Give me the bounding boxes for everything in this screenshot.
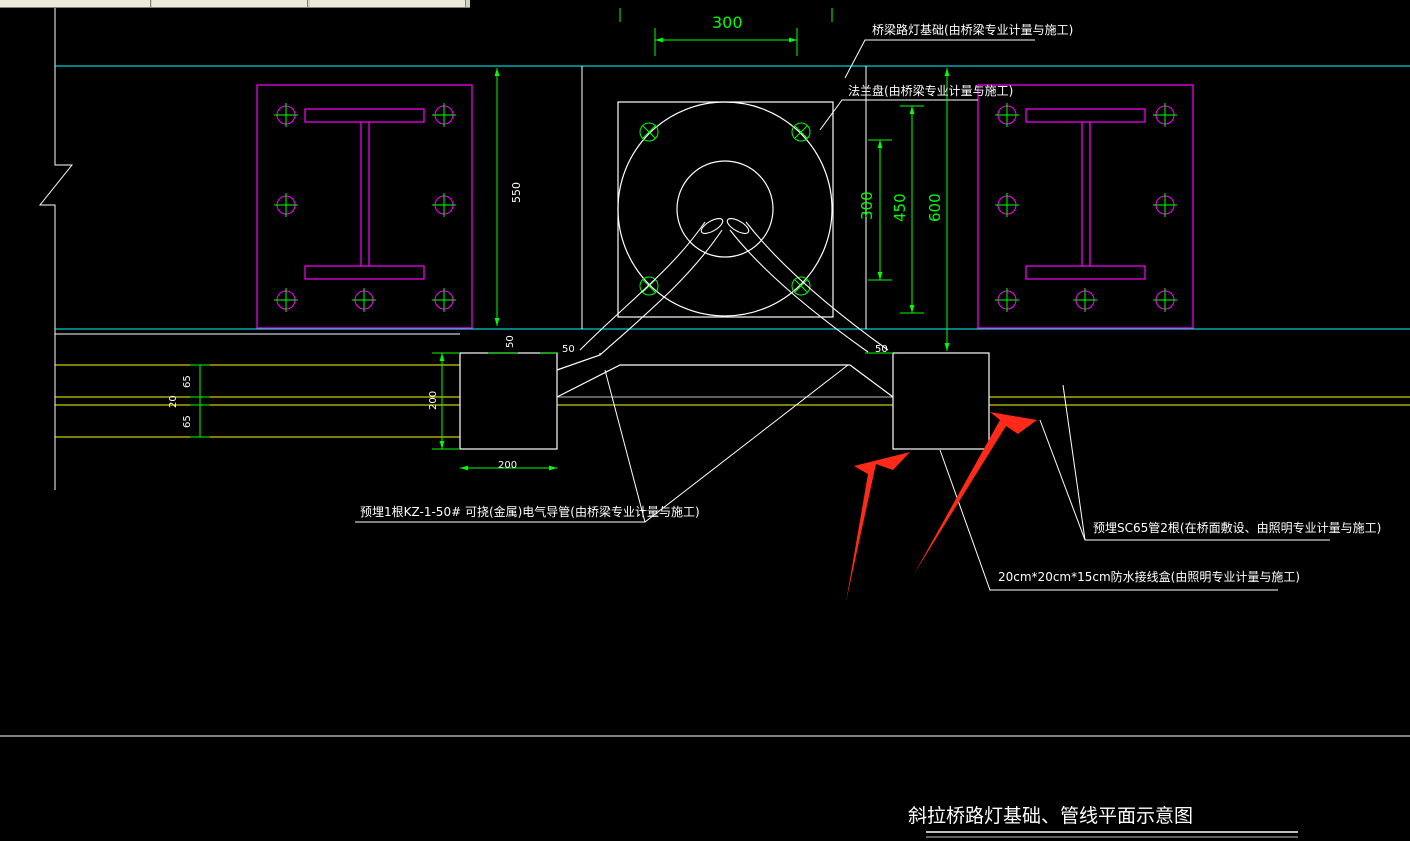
dim-50-c: 50 [875, 344, 888, 355]
red-arrow-right [914, 412, 1037, 574]
bridge-edge-lines [55, 65, 1410, 330]
dim-550: 550 [510, 182, 523, 203]
annotation-texts: 桥梁路灯基础(由桥梁专业计量与施工) 法兰盘(由桥梁专业计量与施工) 预埋1根K… [360, 22, 1381, 584]
conduit-pipes [579, 218, 889, 356]
label-bridge-light-foundation: 桥梁路灯基础(由桥梁专业计量与施工) [872, 22, 1073, 37]
label-conduit: 预埋1根KZ-1-50# 可挠(金属)电气导管(由桥梁专业计量与施工) [360, 504, 700, 519]
dim-300-top: 300 [712, 13, 743, 32]
document-tab-1[interactable] [0, 0, 151, 7]
dim-600: 600 [926, 193, 944, 222]
document-tab-2[interactable] [152, 0, 308, 7]
flange-plate-circle [617, 101, 833, 317]
left-ibeam-plate [256, 84, 473, 329]
dimension-lines [190, 8, 950, 471]
dim-50-a: 50 [505, 335, 516, 348]
annotation-leaders [355, 39, 1330, 591]
pole-inner-circle [676, 160, 774, 258]
title-block: 斜拉桥路灯基础、管线平面示意图 [0, 735, 1410, 838]
left-border-break-line [38, 8, 74, 490]
label-flange-plate: 法兰盘(由桥梁专业计量与施工) [848, 83, 1013, 98]
dim-65-b: 65 [182, 415, 193, 428]
dim-200-horizontal: 200 [498, 460, 517, 471]
red-highlight-arrows [846, 412, 1037, 602]
dimension-texts: 300 550 300 450 600 50 50 50 65 20 65 20… [168, 13, 944, 471]
label-junction-box: 20cm*20cm*15cm防水接线盒(由照明专业计量与施工) [998, 569, 1300, 584]
dim-300-right: 300 [858, 191, 876, 220]
dim-450: 450 [891, 193, 909, 222]
light-pole-foundation [617, 101, 834, 318]
red-arrow-left [846, 452, 910, 602]
dim-200-vertical: 200 [428, 391, 439, 410]
center-foundation-outline [581, 66, 867, 329]
dim-50-b: 50 [562, 344, 575, 355]
dim-65-a: 65 [182, 375, 193, 388]
junction-boxes [459, 352, 990, 450]
document-tab-bar [0, 0, 470, 8]
document-tab-3[interactable] [310, 0, 466, 7]
right-ibeam-plate [977, 84, 1194, 329]
road-lines [55, 333, 1410, 438]
label-sc65-pipe: 预埋SC65管2根(在桥面敷设、由照明专业计量与施工) [1093, 520, 1381, 535]
drawing-title: 斜拉桥路灯基础、管线平面示意图 [908, 805, 1193, 827]
junction-box-right [892, 352, 990, 450]
junction-box-left [459, 352, 558, 450]
dim-20: 20 [168, 395, 179, 408]
